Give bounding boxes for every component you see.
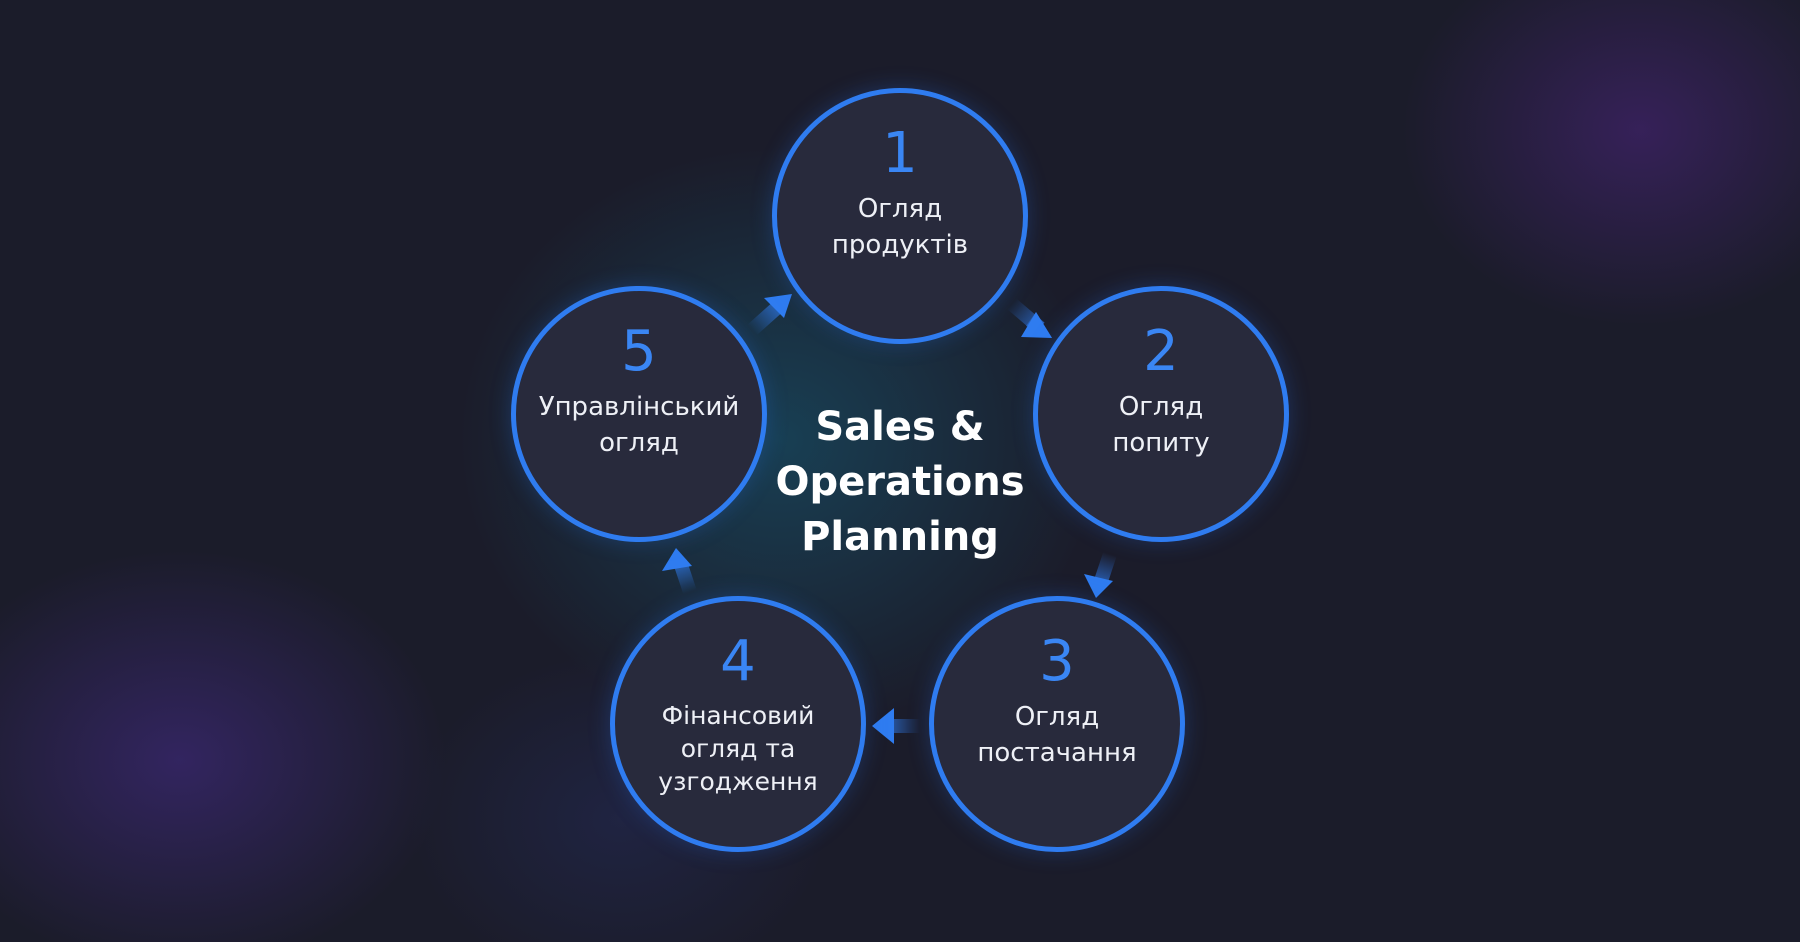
step-number: 3 [1039,629,1075,694]
step-1-product-review: 1 Огляд продуктів [772,88,1028,344]
step-3-supply-review: 3 Огляд постачання [929,596,1185,852]
step-4-financial-review: 4 Фінансовий огляд та узгодження [610,596,866,852]
step-label: Огляд продуктів [831,194,969,260]
step-number: 5 [621,319,657,384]
arrow-5-to-1 [747,294,792,336]
step-number: 2 [1143,319,1179,384]
step-label: Огляд постачання [977,702,1137,768]
step-number: 4 [720,629,756,694]
arrow-4-to-5 [662,548,697,595]
step-label: Управлінський огляд [538,392,740,458]
center-title: Sales & Operations Planning [775,404,1025,560]
arrow-1-to-2 [1007,298,1052,338]
step-label: Фінансовий огляд та узгодження [658,701,818,796]
step-label: Огляд попиту [1112,392,1210,458]
step-2-demand-review: 2 Огляд попиту [1033,286,1289,542]
step-number: 1 [882,121,918,186]
arrow-3-to-4 [872,708,920,744]
arrow-2-to-3 [1084,551,1117,598]
step-5-management-review: 5 Управлінський огляд [511,286,767,542]
